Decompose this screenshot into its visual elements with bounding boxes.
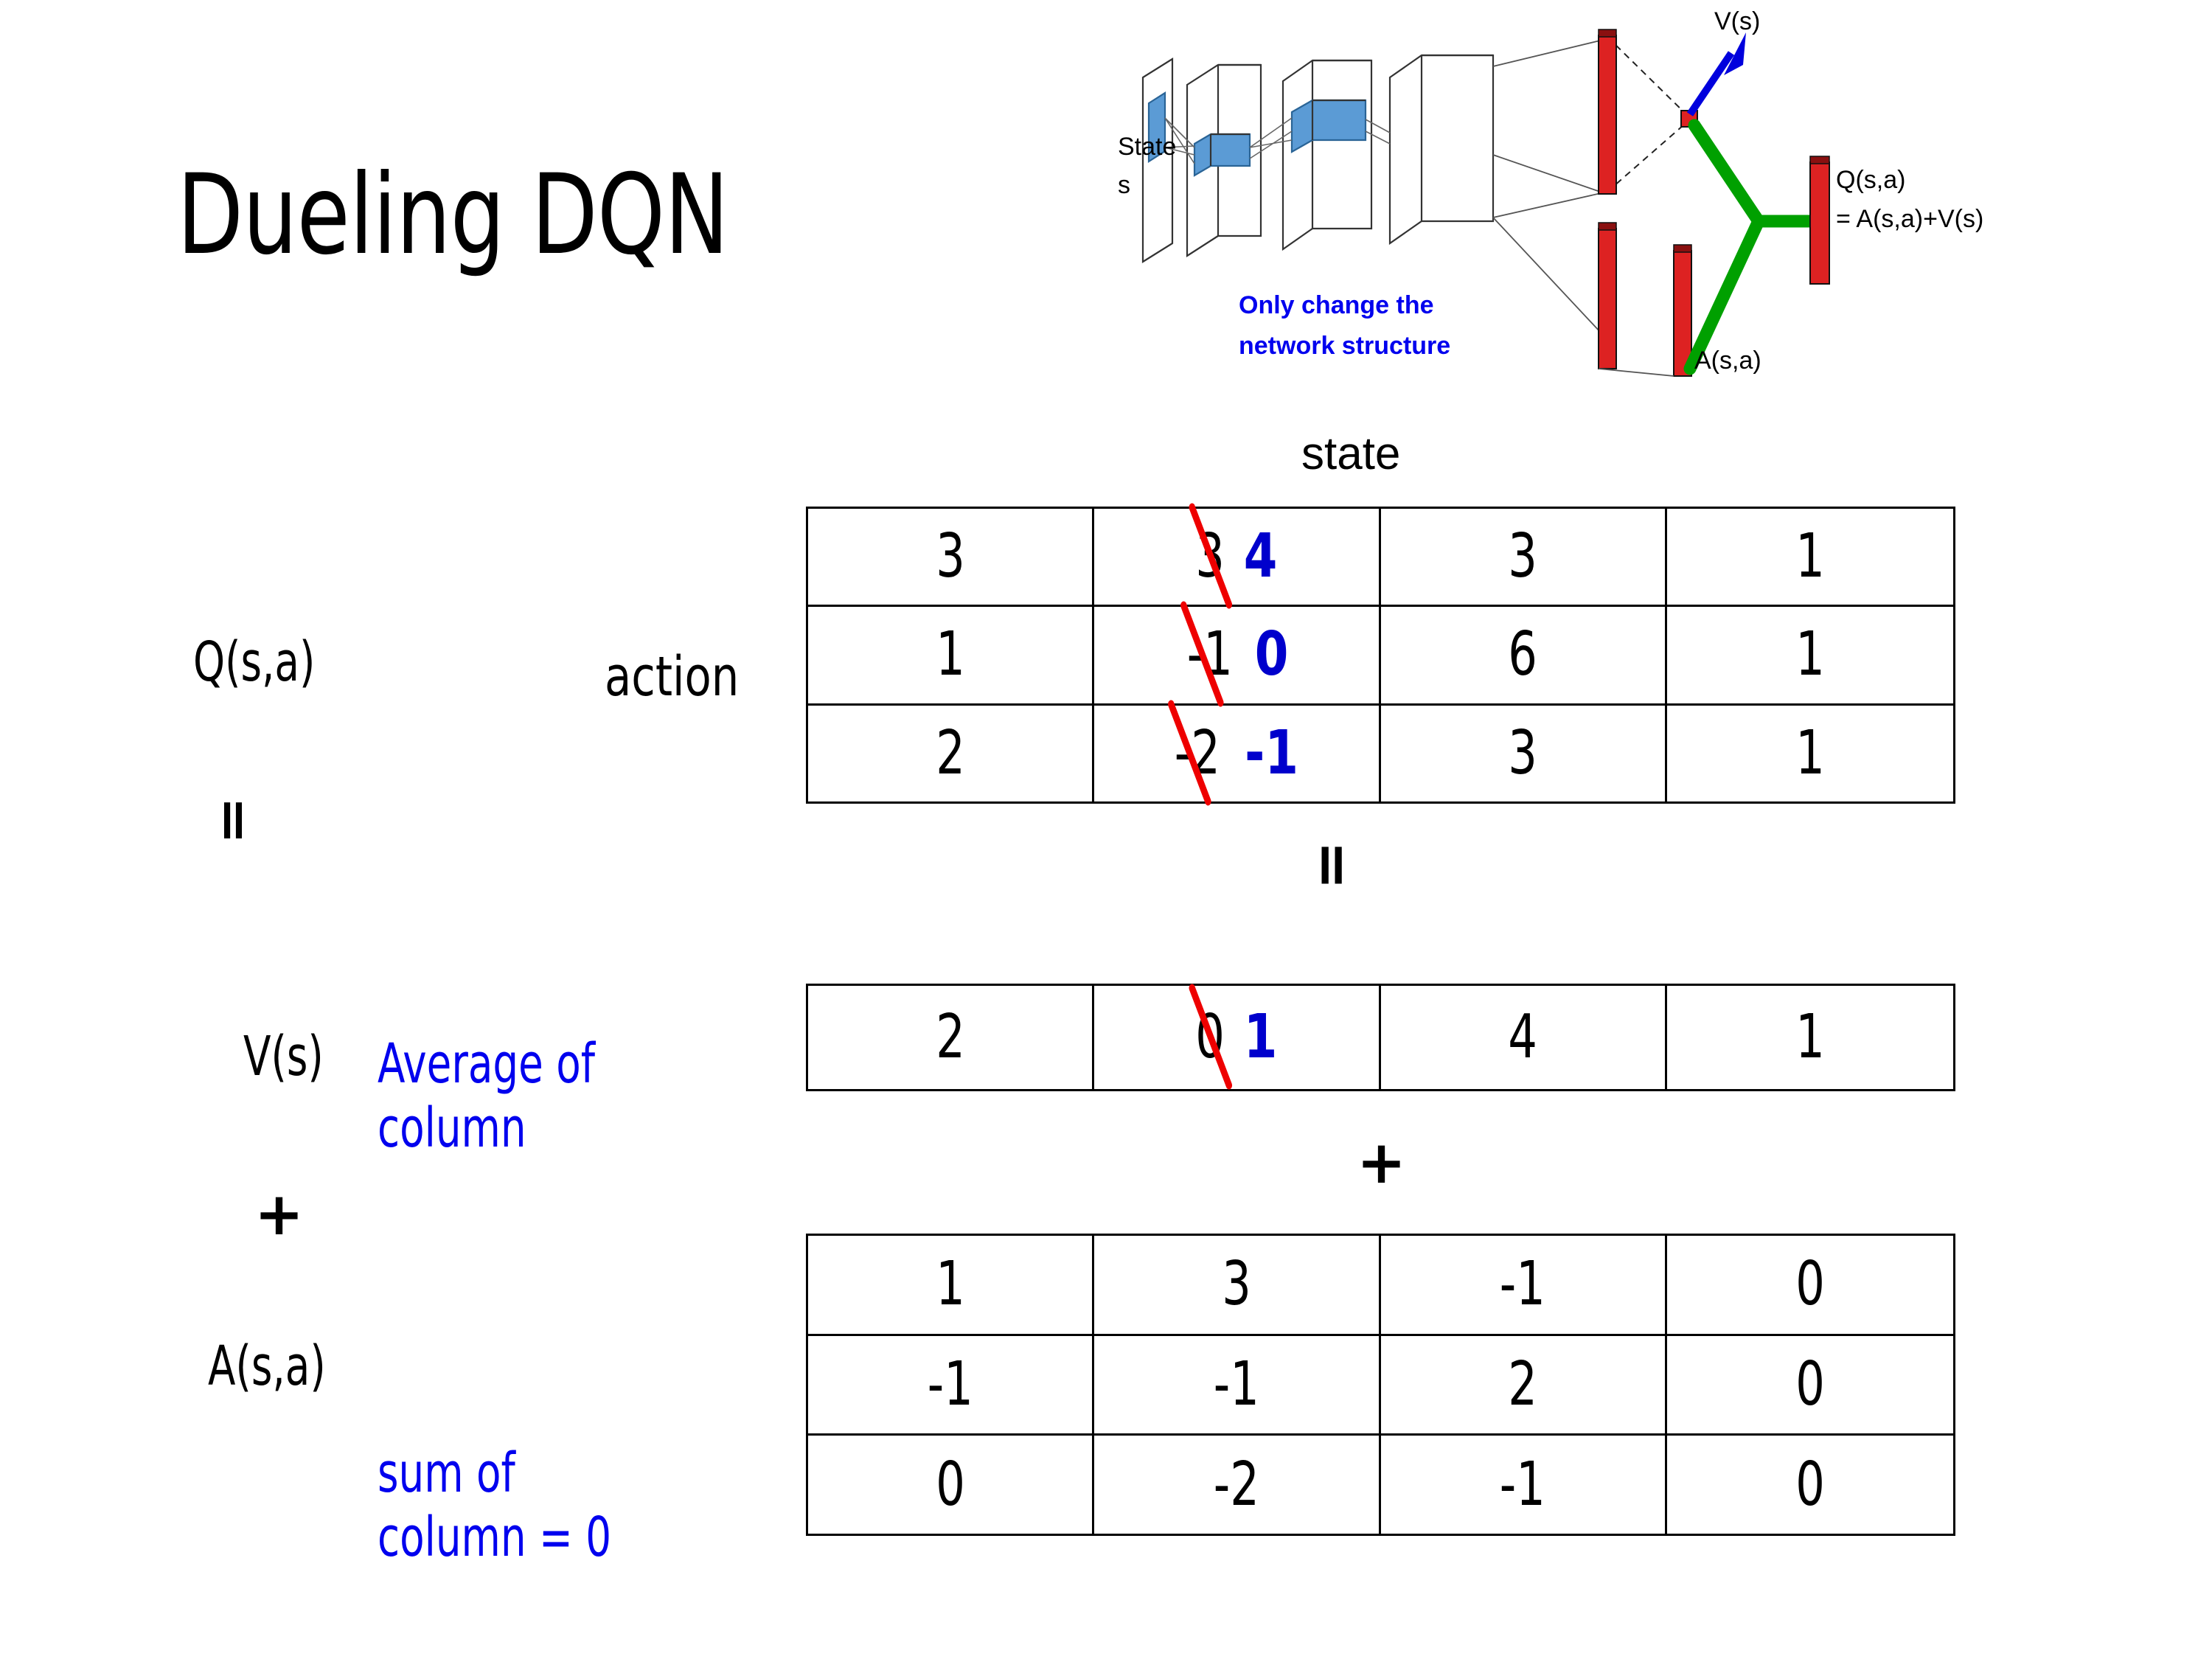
table-cell: 0: [1666, 1236, 1953, 1336]
table-cell: 3: [1380, 509, 1667, 608]
a-function-label: A(s,a): [208, 1335, 326, 1398]
strikethrough-mark: [1186, 501, 1248, 612]
cell-value: 0: [935, 1449, 965, 1520]
cell-value: 0: [1795, 1349, 1825, 1419]
table-cell: -1: [808, 1335, 1095, 1436]
table-cell: 1: [808, 1236, 1095, 1336]
state-axis-caption: state: [1301, 428, 1401, 479]
dueling-network-diagram: State s V(s) A(s,a) Q(s,a) = A(s,a)+V(s)…: [1091, 7, 2183, 398]
table-cell: -1: [1094, 1335, 1381, 1436]
cell-value: 2: [1508, 1349, 1537, 1419]
cell-value: 2: [935, 1002, 965, 1072]
table-cell: 0: [1667, 1436, 1953, 1534]
cell-value: 6: [1508, 619, 1537, 690]
cell-value: 0: [1795, 1449, 1825, 1520]
diagram-note-line1: Only change the: [1239, 291, 1434, 319]
cell-value: 1: [1795, 1002, 1825, 1072]
table-cell: 3: [808, 509, 1095, 608]
action-axis-caption: action: [605, 645, 740, 709]
table-cell: 0: [1666, 1336, 1953, 1436]
table-cell: 0: [808, 1436, 1095, 1534]
table-cell: 4: [1381, 986, 1667, 1089]
plus-operator-middle: +: [1357, 1128, 1407, 1197]
equals-operator-left: =: [204, 796, 264, 845]
cell-value: 1: [935, 619, 965, 690]
corrected-new-value: 0: [1254, 619, 1289, 690]
cell-value: 2: [935, 717, 965, 788]
average-note-line2: column: [378, 1096, 526, 1161]
strikethrough-mark: [1186, 982, 1248, 1093]
table-cell: 2: [808, 986, 1095, 1089]
page-title: Dueling DQN: [177, 151, 729, 279]
cell-value: -1: [927, 1349, 973, 1419]
diagram-state-label-line2: s: [1118, 171, 1130, 199]
table-cell: 1: [808, 607, 1095, 706]
cell-value: -1: [1500, 1449, 1546, 1520]
v-function-label: V(s): [243, 1025, 324, 1088]
cell-value: 1: [935, 1249, 965, 1320]
sum-note-line2: column = 0: [378, 1506, 612, 1570]
diagram-q-label-line2: = A(s,a)+V(s): [1836, 205, 1984, 233]
average-of-column-note: Average of column: [378, 1032, 595, 1161]
table-cell: 1: [1666, 509, 1953, 608]
equals-operator-middle: =: [1299, 841, 1368, 891]
cell-value: -1: [1213, 1349, 1259, 1419]
table-cell: 1: [1667, 706, 1953, 801]
advantage-table: 1 3 -1 0 -1 -1 2 0 0 -2 -1 0: [806, 1234, 1955, 1536]
sum-of-column-note: sum of column = 0: [378, 1441, 611, 1571]
cell-value: -2: [1213, 1449, 1259, 1520]
corrected-new-value: 1: [1244, 1002, 1278, 1072]
diagram-state-label-line1: State: [1118, 133, 1177, 161]
cell-value: 3: [1508, 717, 1537, 788]
cell-value: 3: [1222, 1249, 1251, 1320]
table-cell: -2: [1094, 1436, 1381, 1534]
table-cell: 2: [808, 705, 1095, 801]
table-cell: 6: [1380, 607, 1667, 706]
struck-old-value: -1: [1180, 601, 1233, 707]
sum-note-line1: sum of: [378, 1441, 515, 1505]
corrected-new-value: 4: [1244, 521, 1278, 592]
cell-value: 4: [1508, 1002, 1537, 1072]
table-cell: -1 0: [1094, 601, 1381, 707]
cell-value: 3: [935, 521, 965, 592]
table-cell: 1: [1667, 986, 1953, 1089]
cell-value: 1: [1795, 521, 1825, 592]
diagram-q-label-line1: Q(s,a): [1836, 166, 1906, 194]
table-cell: -1: [1380, 1236, 1667, 1336]
struck-old-value: 3: [1189, 503, 1233, 609]
table-cell: 1: [1666, 607, 1953, 706]
diagram-value-label: V(s): [1714, 7, 1761, 35]
table-cell: 3: [1094, 1236, 1381, 1336]
average-note-line1: Average of: [378, 1032, 596, 1096]
cell-value: 1: [1795, 717, 1825, 788]
cell-value: 3: [1508, 521, 1537, 592]
diagram-advantage-label: A(s,a): [1694, 347, 1761, 375]
cell-value: -1: [1500, 1249, 1546, 1320]
q-function-label: Q(s,a): [193, 630, 316, 694]
cell-value: 1: [1795, 619, 1825, 690]
table-cell: -2 -1: [1094, 700, 1381, 806]
corrected-new-value: -1: [1245, 717, 1299, 788]
struck-old-value: -2: [1168, 700, 1220, 806]
struck-old-value: 0: [1189, 984, 1233, 1090]
table-cell: -1: [1381, 1436, 1667, 1534]
diagram-note-line2: network structure: [1239, 332, 1451, 360]
table-cell: 3: [1381, 705, 1667, 801]
strikethrough-mark: [1178, 599, 1239, 710]
strikethrough-mark: [1165, 698, 1227, 809]
plus-operator-left: +: [254, 1180, 305, 1248]
cell-value: 0: [1795, 1249, 1825, 1320]
table-cell: 2: [1380, 1335, 1667, 1436]
